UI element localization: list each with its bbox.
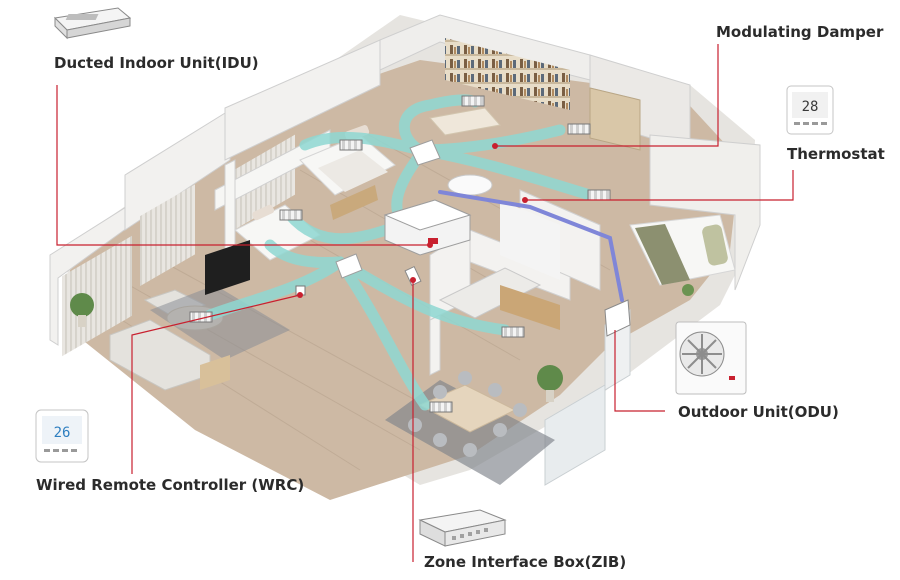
wrc-dot: [297, 292, 303, 298]
house-idu: [383, 199, 472, 256]
odu-thumbnail: [675, 321, 747, 395]
bathroom-floor: [500, 200, 560, 280]
zib-thumbnail: [418, 509, 507, 547]
bathtub: [447, 174, 493, 196]
wrc-leader: [131, 294, 301, 474]
bed-2-pillow: [252, 204, 275, 221]
wrc-reading: 26: [54, 425, 71, 441]
right-wing-wall: [649, 134, 761, 291]
side-cabinet: [200, 355, 230, 390]
house-zib: [404, 265, 422, 287]
top-wall: [224, 39, 381, 161]
kitchen-counter: [438, 267, 542, 319]
thermostat-reading: 28: [802, 99, 819, 115]
bed-2-bench: [330, 185, 378, 220]
idu-thumbnail: [53, 7, 132, 40]
wardrobe: [589, 87, 641, 151]
kitchen-wood: [500, 285, 560, 330]
wrc-label: Wired Remote Controller (WRC): [36, 476, 305, 494]
thermostat-thumbnail: 28: [786, 85, 834, 135]
thermostat-leader: [525, 170, 794, 201]
idu-label: Ducted Indoor Unit(IDU): [54, 54, 259, 72]
odu-label: Outdoor Unit(ODU): [678, 403, 839, 421]
thermostat-label: Thermostat: [787, 145, 885, 163]
wrc-thumbnail: 26: [35, 409, 89, 463]
thermostat-dot: [522, 197, 528, 203]
bed-1-blanket: [318, 150, 388, 192]
zib-label: Zone Interface Box(ZIB): [424, 553, 627, 571]
tv-stand: [205, 240, 250, 295]
zib-dot: [410, 277, 416, 283]
odu-leader: [614, 330, 665, 412]
partition-6: [429, 314, 441, 376]
air-grilles: [189, 95, 611, 413]
left-wall-2: [124, 109, 231, 231]
idu-dot: [427, 242, 433, 248]
bed-3-throw: [635, 224, 690, 285]
damper-dot: [492, 143, 498, 149]
plenum-lower: [335, 253, 363, 279]
living-rug: [150, 285, 290, 360]
glass-facade: [544, 384, 606, 486]
bed-3-pillows: [702, 224, 728, 266]
refrigerant-pipe: [438, 190, 624, 302]
damper-label: Modulating Damper: [716, 23, 884, 41]
damper-leader: [495, 44, 719, 147]
curtain-mid: [140, 184, 195, 287]
bookshelf: [445, 38, 570, 110]
idu-leader: [56, 85, 430, 246]
house-odu: [604, 299, 631, 337]
plenum-upper: [409, 139, 441, 166]
partition-2: [224, 159, 236, 256]
desk: [429, 107, 501, 136]
plants: [70, 284, 694, 402]
leader-lines: [56, 44, 794, 562]
